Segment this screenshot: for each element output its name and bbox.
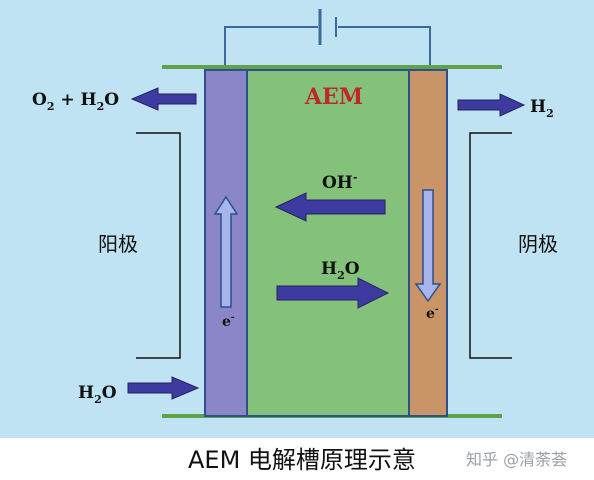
cathode-electron-flow-arrow	[414, 189, 442, 303]
aem-label: AEM	[304, 84, 363, 110]
cathode-product-label: H2	[530, 97, 554, 120]
anode-bracket	[136, 132, 181, 359]
anode-electron-flow-arrow	[213, 195, 239, 308]
figure-caption: AEM 电解槽原理示意	[188, 446, 416, 474]
anode-product-label: O2 + H2O	[32, 90, 119, 113]
cathode-product-arrow	[457, 93, 526, 117]
electron-label-right: e-	[426, 305, 439, 322]
water-input-label: H2O	[78, 383, 117, 406]
battery-icon	[318, 9, 337, 45]
cathode-bracket	[469, 132, 512, 359]
water-transport-arrow	[276, 277, 390, 309]
top-rail	[162, 65, 502, 69]
cathode-label: 阴极	[518, 232, 558, 256]
water-input-arrow	[127, 376, 200, 400]
electron-label-left: e-	[222, 313, 235, 330]
hydroxide-ion-arrow	[274, 192, 386, 222]
hydroxide-ion-label: OH-	[322, 171, 357, 193]
watermark: 知乎 @清荼荟	[466, 450, 567, 469]
power-source-circuit	[224, 26, 431, 70]
aem-membrane	[246, 69, 410, 417]
caption-background	[0, 438, 594, 480]
anode-product-arrow	[130, 87, 197, 111]
anode-label: 阳极	[98, 232, 138, 256]
water-transport-label: H2O	[321, 259, 360, 282]
